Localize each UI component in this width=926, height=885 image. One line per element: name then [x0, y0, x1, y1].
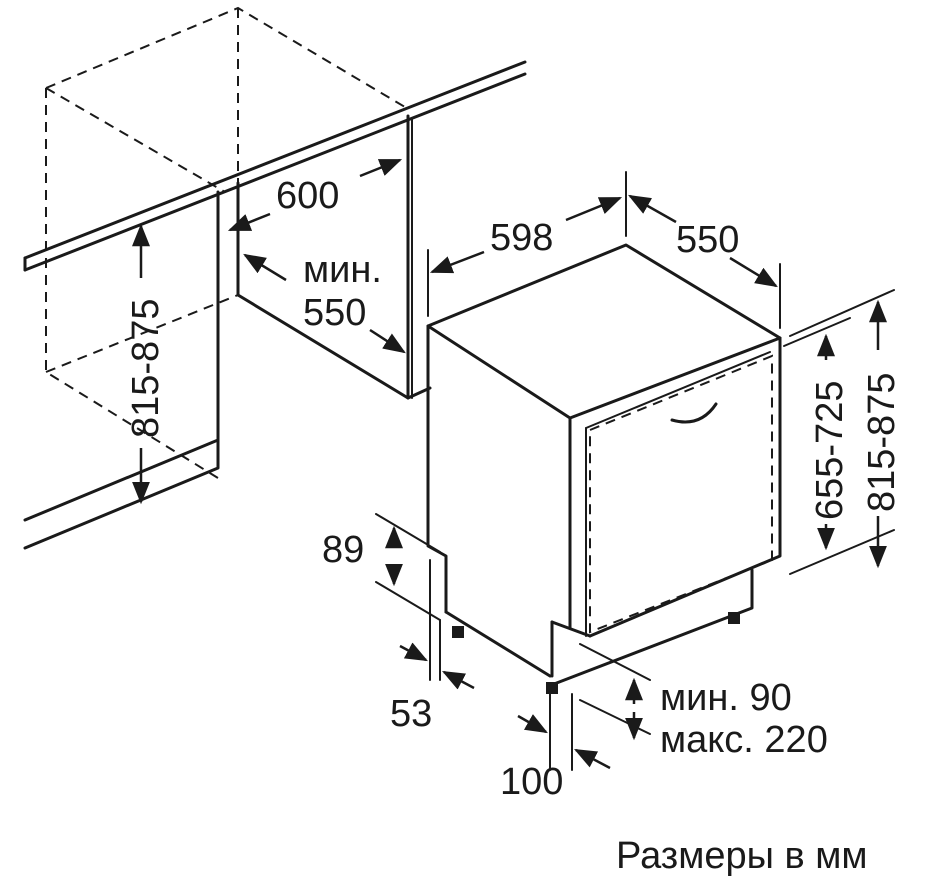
niche-width-dimension	[227, 158, 403, 232]
foot-offset-dimension	[517, 714, 611, 770]
niche-depth-dimension	[243, 253, 406, 354]
appliance-depth-label: 550	[676, 219, 739, 261]
units-caption: Размеры в мм	[616, 835, 867, 877]
base-offset-label: 53	[390, 693, 432, 735]
niche-depth-label-line2: 550	[303, 292, 366, 334]
appliance-width-dimension	[429, 196, 623, 274]
plinth-min-label: мин. 90	[660, 677, 792, 719]
appliance-front-height-label: 655-725	[809, 381, 851, 520]
appliance-depth-dimension	[628, 194, 778, 288]
dishwasher	[426, 243, 782, 694]
niche-height-label: 815-875	[125, 299, 167, 438]
appliance-total-height-label: 815-875	[861, 373, 903, 512]
appliance-width-label: 598	[490, 217, 553, 259]
kitchen-niche	[23, 6, 527, 550]
base-step-label: 89	[322, 529, 364, 571]
plinth-max-label: макс. 220	[660, 719, 828, 761]
extension-lines	[375, 171, 895, 771]
niche-width-label: 600	[276, 175, 339, 217]
niche-depth-label-line1: мин.	[303, 249, 382, 291]
foot-offset-label: 100	[500, 761, 563, 803]
base-offset-dimension	[399, 642, 475, 690]
